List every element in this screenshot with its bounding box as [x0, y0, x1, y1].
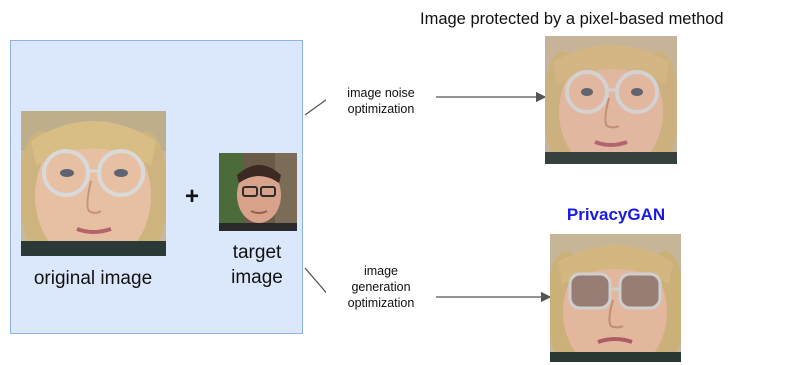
- gen-label-line1: image: [363, 264, 399, 278]
- noise-label-line2: optimization: [347, 102, 415, 116]
- original-face-illustration: [21, 111, 166, 256]
- pixel-method-title: Image protected by a pixel-based method: [420, 10, 724, 28]
- original-face-image: [21, 111, 166, 256]
- original-image-label: original image: [33, 268, 153, 289]
- privacygan-title: PrivacyGAN: [566, 205, 666, 224]
- target-label-line1: target: [232, 242, 282, 263]
- plus-sign: +: [184, 183, 199, 210]
- gen-label-line3: optimization: [347, 296, 415, 310]
- gen-label-line2: generation: [351, 280, 411, 294]
- target-label-line2: image: [231, 267, 283, 288]
- pixel-protected-face-image: [545, 36, 677, 164]
- target-face-illustration: [219, 153, 297, 231]
- pixel-protected-face-illustration: [545, 36, 677, 164]
- privacygan-face-image: [550, 234, 681, 362]
- target-image-label: target image: [212, 240, 302, 290]
- noise-optimization-label: image noise optimization: [326, 85, 436, 117]
- noise-label-line1: image noise: [347, 86, 415, 100]
- target-face-image: [219, 153, 297, 231]
- generation-optimization-label: image generation optimization: [326, 263, 436, 311]
- privacygan-face-illustration: [550, 234, 681, 362]
